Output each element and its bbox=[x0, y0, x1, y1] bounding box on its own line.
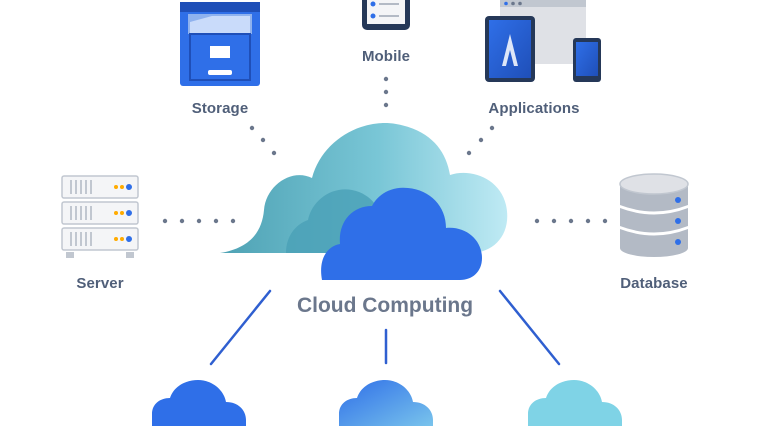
mobile-phone-icon bbox=[362, 0, 410, 30]
applications-label: Applications bbox=[488, 100, 580, 117]
cloud-computing-title: Cloud Computing bbox=[296, 294, 474, 317]
bottom-cloud-right-icon bbox=[528, 380, 622, 426]
storage-cabinet-icon bbox=[180, 2, 260, 86]
devices-icon bbox=[485, 0, 601, 82]
bottom-cloud-center-icon bbox=[339, 380, 433, 426]
dotted-connectors bbox=[162, 76, 608, 224]
solid-connectors bbox=[209, 289, 561, 366]
bottom-cloud-left-icon bbox=[152, 380, 246, 426]
mobile-label: Mobile bbox=[361, 48, 411, 65]
database-icon bbox=[619, 173, 689, 257]
database-label: Database bbox=[620, 275, 688, 292]
central-cloud-icon bbox=[220, 123, 508, 280]
server-rack-icon bbox=[61, 175, 139, 258]
storage-label: Storage bbox=[191, 100, 249, 117]
server-label: Server bbox=[76, 275, 124, 292]
